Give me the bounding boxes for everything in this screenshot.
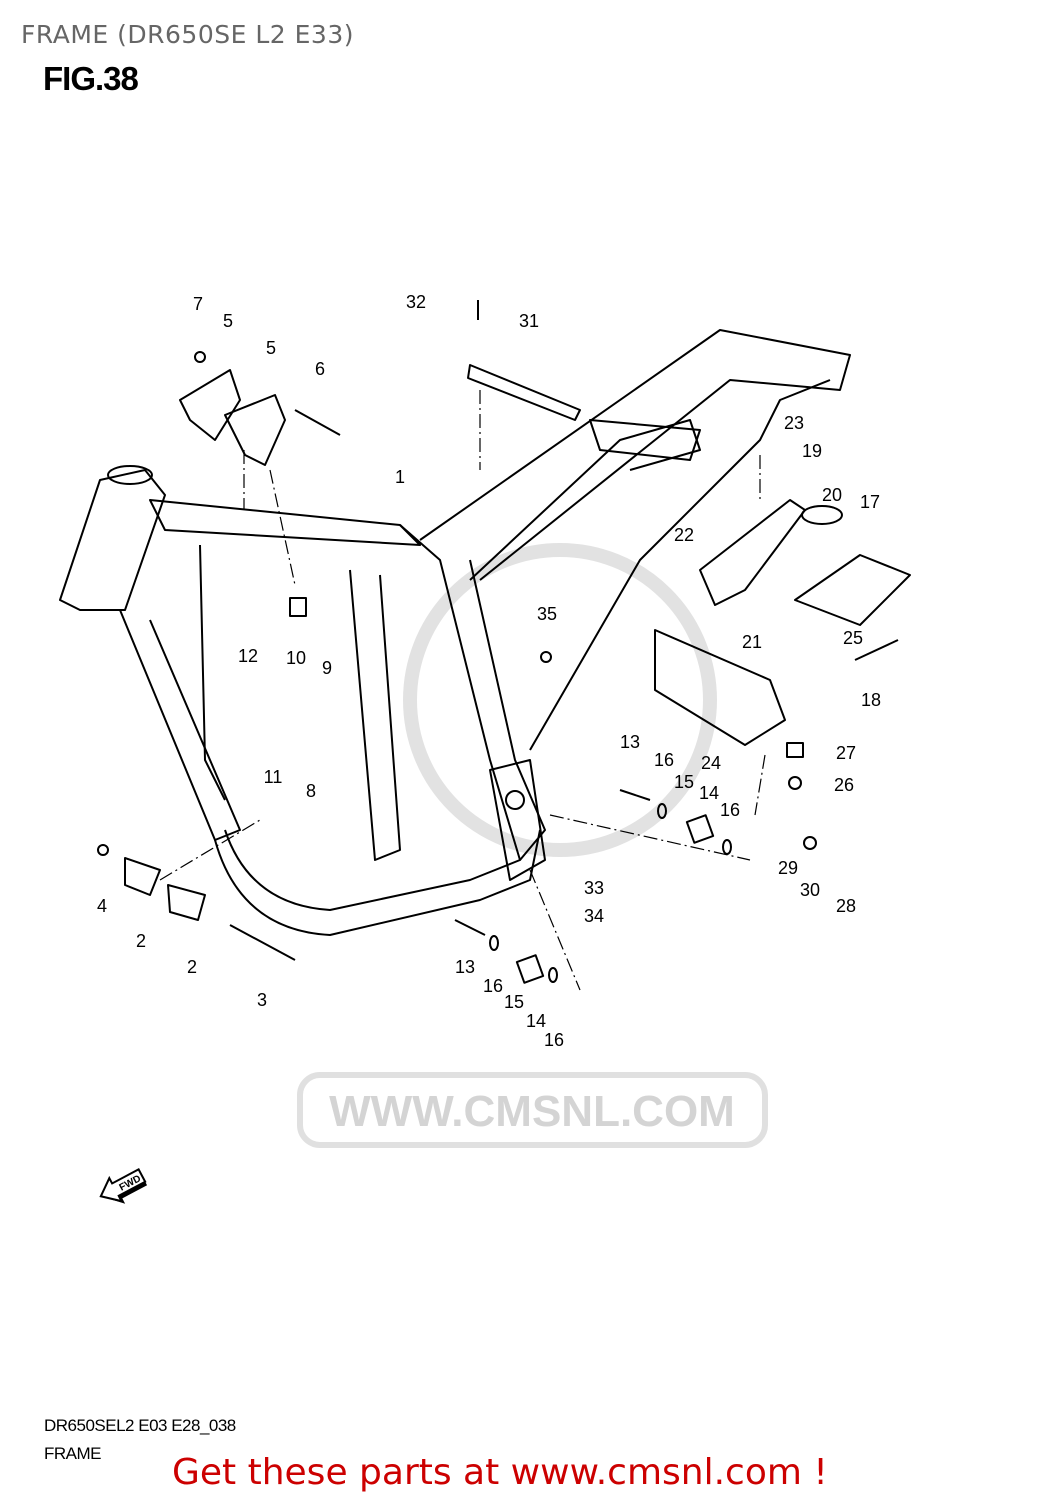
callout-number[interactable]: 13 (455, 957, 475, 977)
callout-number[interactable]: 14 (699, 783, 719, 803)
callout-number[interactable]: 31 (519, 311, 539, 331)
callout-number[interactable]: 34 (584, 906, 604, 926)
callout-number[interactable]: 20 (822, 485, 842, 505)
callout-number[interactable]: 6 (315, 359, 325, 379)
callout-number[interactable]: 33 (584, 878, 604, 898)
frame-drawing (59, 300, 911, 991)
callout-number[interactable]: 16 (483, 976, 503, 996)
watermark-text: WWW.CMSNL.COM (329, 1087, 735, 1136)
callout-number[interactable]: 13 (620, 732, 640, 752)
callout-number[interactable]: 19 (802, 441, 822, 461)
callout-number[interactable]: 24 (701, 753, 721, 773)
callout-number[interactable]: 32 (406, 292, 426, 312)
callout-number[interactable]: 7 (193, 294, 203, 314)
callout-number[interactable]: 12 (238, 646, 258, 666)
callout-number[interactable]: 17 (860, 492, 880, 512)
callout-number[interactable]: 22 (674, 525, 694, 545)
callout-number[interactable]: 16 (720, 800, 740, 820)
callout-number[interactable]: 26 (834, 775, 854, 795)
callout-number[interactable]: 2 (187, 957, 197, 977)
callout-number[interactable]: 30 (800, 880, 820, 900)
page-title: FRAME (DR650SE L2 E33) (21, 20, 354, 49)
callout-number[interactable]: 25 (843, 628, 863, 648)
callout-number[interactable]: 23 (784, 413, 804, 433)
callout-number[interactable]: 9 (322, 658, 332, 678)
callout-number[interactable]: 2 (136, 931, 146, 951)
callout-number[interactable]: 4 (97, 896, 107, 916)
callout-number[interactable]: 5 (266, 338, 276, 358)
callout-number[interactable]: 14 (526, 1011, 546, 1031)
callout-number[interactable]: 5 (223, 311, 233, 331)
callout-number[interactable]: 18 (861, 690, 881, 710)
callout-number[interactable]: 3 (257, 990, 267, 1010)
callout-number[interactable]: 29 (778, 858, 798, 878)
watermark-logo: WWW.CMSNL.COM (297, 543, 768, 1148)
callout-number[interactable]: 10 (286, 648, 306, 668)
callout-number[interactable]: 15 (504, 992, 524, 1012)
callout-number[interactable]: 8 (306, 781, 316, 801)
diagram-code: DR650SEL2 E03 E28_038 (44, 1416, 236, 1435)
callout-number[interactable]: 15 (674, 772, 694, 792)
callout-number[interactable]: 11 (264, 767, 283, 787)
figure-label: FIG.38 (43, 60, 139, 97)
callout-number[interactable]: 28 (836, 896, 856, 916)
callout-number[interactable]: 35 (537, 604, 557, 624)
callout-number[interactable]: 27 (836, 743, 856, 763)
fwd-arrow-icon: FWD (99, 1168, 148, 1204)
callout-number[interactable]: 21 (742, 632, 762, 652)
callout-number[interactable]: 16 (654, 750, 674, 770)
callout-number[interactable]: 1 (395, 467, 405, 487)
diagram-name: FRAME (44, 1444, 102, 1463)
callout-number[interactable]: 16 (544, 1030, 564, 1050)
promo-link[interactable]: Get these parts at www.cmsnl.com ! (172, 1452, 828, 1493)
